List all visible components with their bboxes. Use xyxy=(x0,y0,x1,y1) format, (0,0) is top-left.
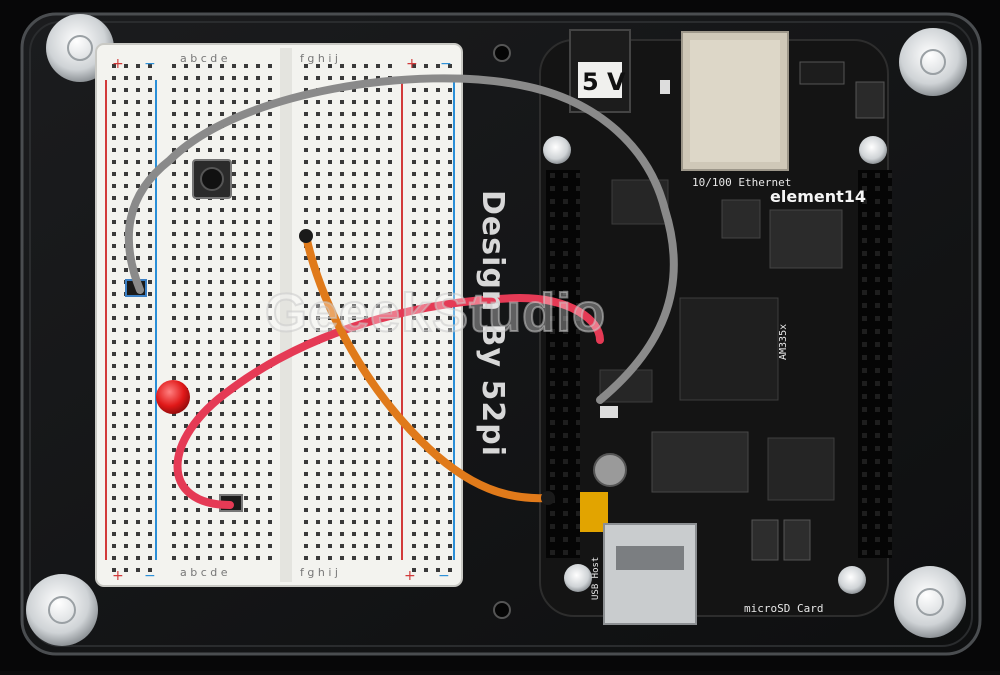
column-labels-right: f g h i j xyxy=(300,52,338,65)
red-led xyxy=(156,380,190,414)
push-button xyxy=(192,159,232,199)
soc-label: AM335x xyxy=(778,324,789,360)
red-wire xyxy=(173,293,604,509)
header-p8 xyxy=(858,170,892,558)
column-labels-left: a b c d e xyxy=(180,566,228,579)
sd-label: microSD Card xyxy=(744,602,823,615)
column-labels-left: a b c d e xyxy=(180,52,228,65)
processor-chip xyxy=(679,297,779,401)
usb-host-port xyxy=(603,523,697,625)
orange-wire xyxy=(302,232,552,503)
jumper-wires xyxy=(124,74,678,509)
rail-minus-label: − xyxy=(144,568,156,584)
brand-label: element14 xyxy=(770,187,866,206)
wire-plug xyxy=(541,491,555,505)
barrel-label: 5 V xyxy=(582,68,626,96)
rubber-foot xyxy=(894,566,966,638)
rail-minus-label: − xyxy=(144,56,156,72)
gray-wire xyxy=(124,74,678,404)
plate-engraving: Design By 52pi xyxy=(475,190,510,458)
rail-minus-label: − xyxy=(440,56,452,72)
rail-plus-label: + xyxy=(112,56,124,72)
wire-plug xyxy=(299,229,313,243)
dev-board: 5 V 10/100 Ethernet element14 AM335x USB… xyxy=(539,29,892,625)
rubber-foot xyxy=(26,574,98,646)
column-labels-right: f g h i j xyxy=(300,566,338,579)
rail-plus-label: + xyxy=(404,568,416,584)
rubber-foot xyxy=(899,28,967,96)
rail-plus-label: + xyxy=(406,56,418,72)
rail-plus-label: + xyxy=(112,568,124,584)
usb-label: USB Host xyxy=(591,557,601,600)
ethernet-label: 10/100 Ethernet xyxy=(692,176,791,189)
breadboard: + − + − + − + − a b c d e f g h i j a b … xyxy=(95,43,463,587)
rail-minus-label: − xyxy=(438,568,450,584)
